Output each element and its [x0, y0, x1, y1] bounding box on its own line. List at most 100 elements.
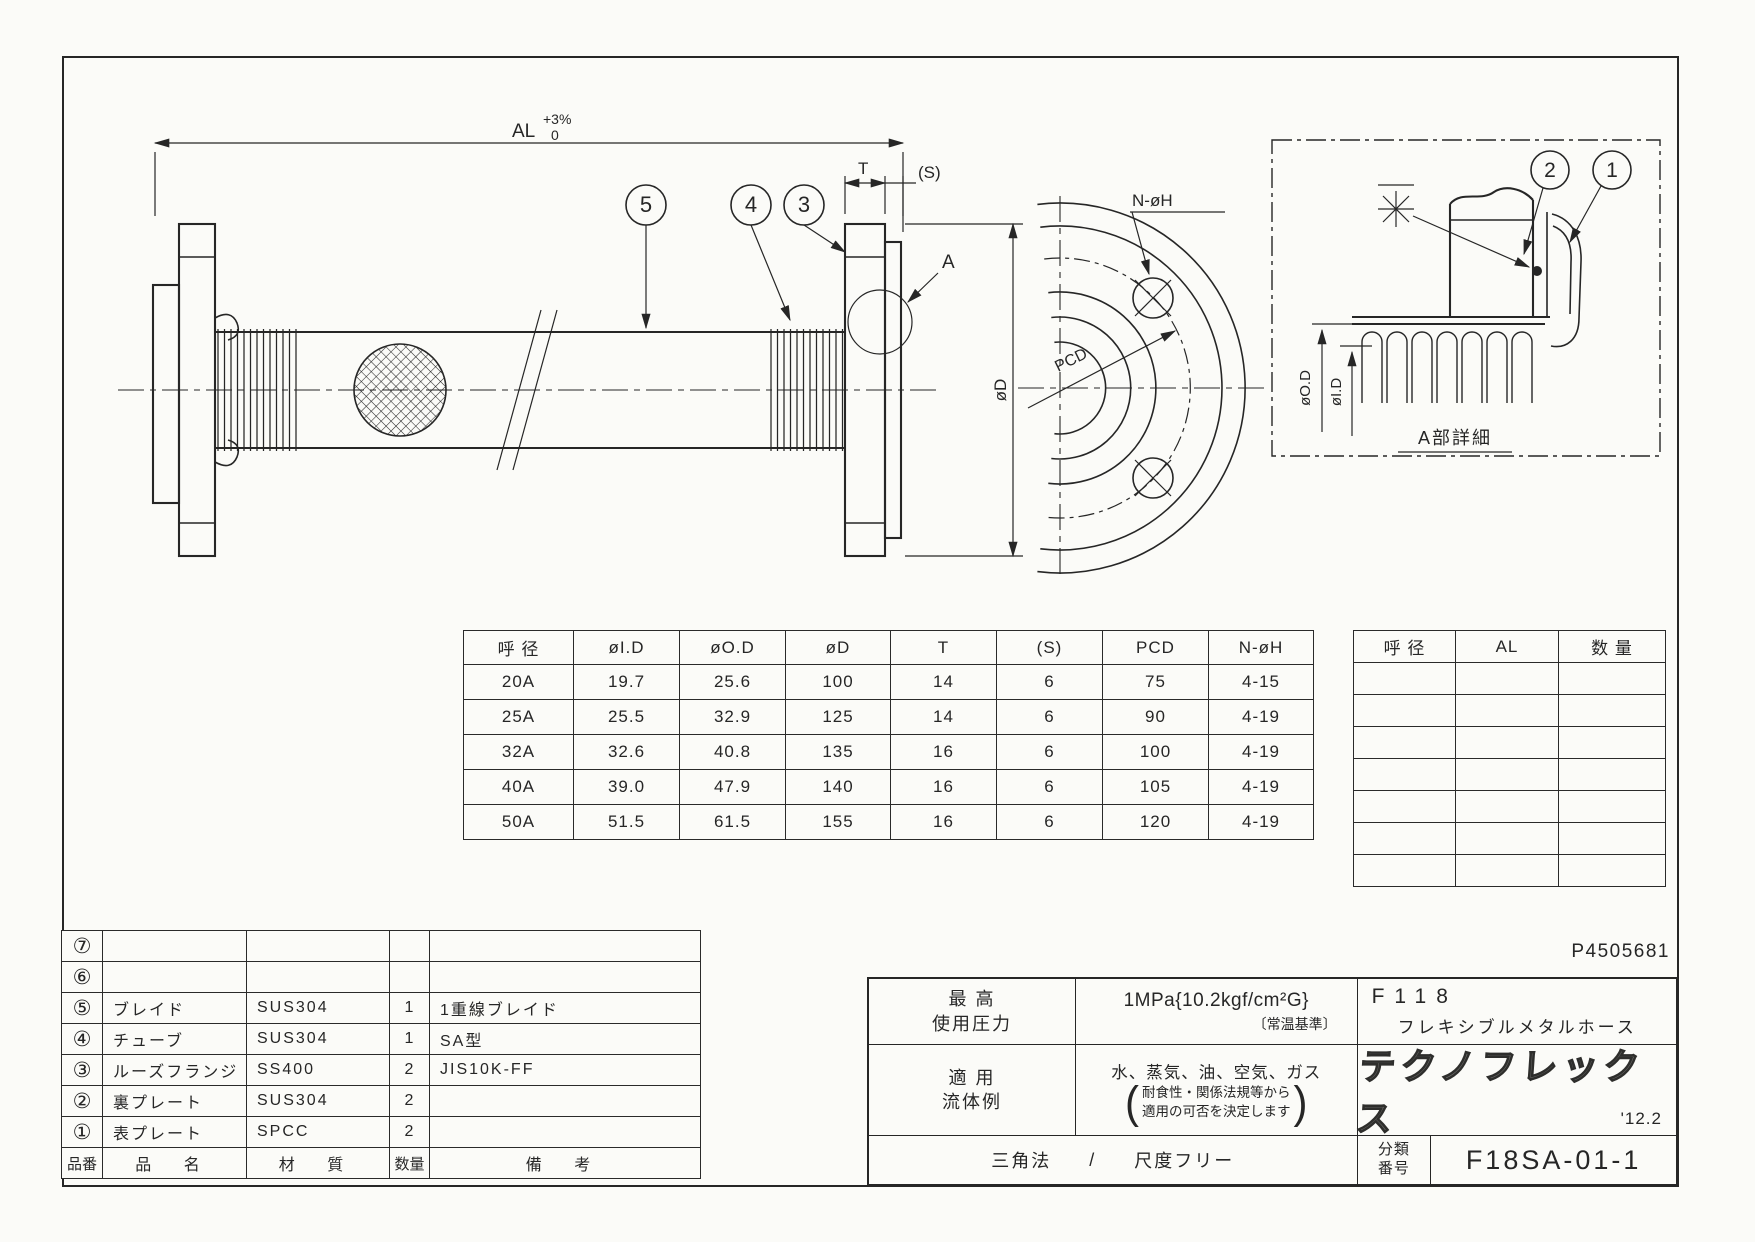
table-row: ⑥	[61, 961, 701, 993]
title-block-row-pressure: 最 高 使用圧力 1MPa{10.2kgf/cm²G} 〔常温基準〕 F118 …	[869, 979, 1676, 1045]
detail-id-label: øI.D	[1328, 378, 1345, 406]
table-cell	[429, 1116, 701, 1148]
table-cell: ブレイド	[102, 992, 247, 1024]
left-claw-bottom	[214, 439, 240, 467]
fluid-note-lines: 耐食性・関係法規等から 適用の可否を決定します	[1139, 1084, 1294, 1120]
callout-3: 3	[783, 184, 847, 253]
table-cell	[1558, 790, 1666, 823]
detail-view-border	[1271, 139, 1661, 457]
table-cell	[246, 961, 390, 993]
table-cell: 25A	[463, 699, 574, 735]
table-cell: チューブ	[102, 1023, 247, 1055]
t-s-dimension: T (S)	[843, 159, 941, 232]
table-cell: 51.5	[573, 804, 680, 840]
table-cell: 2	[389, 1085, 430, 1117]
table-cell: 61.5	[679, 804, 786, 840]
fluid-label-cell: 適 用 流体例	[869, 1045, 1076, 1136]
table-cell: ルーズフランジ	[102, 1054, 247, 1086]
table-cell	[102, 961, 247, 993]
class-number-cell: F18SA-01-1	[1431, 1136, 1676, 1184]
title-block: 最 高 使用圧力 1MPa{10.2kgf/cm²G} 〔常温基準〕 F118 …	[867, 977, 1678, 1186]
side-view: AL +3% 0 T (S) 5 4	[118, 111, 1023, 558]
reference-mark	[1378, 184, 1531, 268]
table-header-row: 呼 径 øI.D øO.D øD T (S) PCD N-øH	[463, 630, 1314, 665]
table-cell: ③	[61, 1054, 103, 1086]
table-cell: 75	[1102, 664, 1209, 700]
class-label-line2: 番号	[1377, 1160, 1410, 1177]
table-row	[1353, 790, 1666, 823]
table-cell	[1455, 662, 1559, 695]
pcd-label: PCD	[1052, 346, 1090, 376]
paren-open: (	[1125, 1077, 1140, 1127]
fluid-examples: 水、蒸気、油、空気、ガス	[1111, 1064, 1322, 1083]
max-pressure-label-cell: 最 高 使用圧力	[869, 979, 1076, 1045]
callout-4: 4	[730, 184, 791, 322]
column-header: øD	[785, 630, 891, 665]
column-header: 数 量	[1558, 630, 1666, 663]
table-cell: 40A	[463, 769, 574, 805]
table-cell: 16	[890, 769, 997, 805]
table-cell	[246, 930, 390, 962]
document-number: P4505681	[1571, 941, 1670, 962]
table-cell: 32.6	[573, 734, 680, 770]
callout-2: 2	[1523, 150, 1570, 256]
table-cell: 2	[389, 1054, 430, 1086]
table-cell: ④	[61, 1023, 103, 1055]
column-header: T	[890, 630, 997, 665]
table-cell: 4-15	[1208, 664, 1314, 700]
column-header: 品番	[61, 1147, 103, 1179]
column-header: AL	[1455, 630, 1559, 663]
class-label-line1: 分類	[1377, 1141, 1410, 1159]
table-cell	[429, 1085, 701, 1117]
table-cell	[389, 961, 430, 993]
table-cell: 裏プレート	[102, 1085, 247, 1117]
flange-front-view: N-øH PCD	[1018, 191, 1268, 578]
table-cell: 125	[785, 699, 891, 735]
scale-label: 尺度フリー	[1134, 1151, 1235, 1171]
weld-point	[1532, 266, 1542, 276]
title-block-row-fluid: 適 用 流体例 水、蒸気、油、空気、ガス ( 耐食性・関係法規等から 適用の可否…	[869, 1045, 1676, 1140]
table-cell: 47.9	[679, 769, 786, 805]
title-block-row-class: 三角法 / 尺度フリー 分類 番号 F18SA-01-1	[869, 1136, 1676, 1184]
table-cell: ⑥	[61, 961, 103, 993]
table-cell: 140	[785, 769, 891, 805]
column-header: N-øH	[1208, 630, 1314, 665]
table-cell: 120	[1102, 804, 1209, 840]
table-cell	[1455, 726, 1559, 759]
detail-plate-section	[1352, 212, 1582, 348]
column-header: (S)	[996, 630, 1103, 665]
table-cell	[389, 930, 430, 962]
table-cell: 表プレート	[102, 1116, 247, 1148]
table-cell: 6	[996, 664, 1103, 700]
detail-a-pointer: A	[907, 252, 955, 303]
table-cell: 155	[785, 804, 891, 840]
table-cell: SA型	[429, 1023, 701, 1055]
break-line	[496, 309, 542, 471]
detail-caption: A部詳細	[1418, 428, 1492, 448]
table-cell: 105	[1102, 769, 1209, 805]
parts-list-footer-row: 品番 品 名 材 質 数量 備 考	[61, 1147, 701, 1179]
table-cell: 40.8	[679, 734, 786, 770]
projection-method: 三角法	[991, 1151, 1052, 1171]
table-cell: 4-19	[1208, 804, 1314, 840]
bolt-hole-bottom	[1132, 457, 1174, 499]
column-header: øO.D	[679, 630, 786, 665]
max-pressure-value: 1MPa{10.2kgf/cm²G}	[1123, 989, 1309, 1011]
detail-bellows	[1361, 331, 1533, 403]
table-cell	[1558, 854, 1666, 887]
left-back-plate	[151, 283, 181, 505]
company-cell: テクノフレックス '12.2	[1353, 1045, 1676, 1140]
column-header: øI.D	[573, 630, 680, 665]
detail-a-label: A	[942, 252, 955, 273]
sheet-border	[62, 56, 1679, 1187]
table-cell: SUS304	[246, 992, 390, 1024]
table-cell: 14	[890, 699, 997, 735]
product-code: F118	[1371, 985, 1458, 1008]
